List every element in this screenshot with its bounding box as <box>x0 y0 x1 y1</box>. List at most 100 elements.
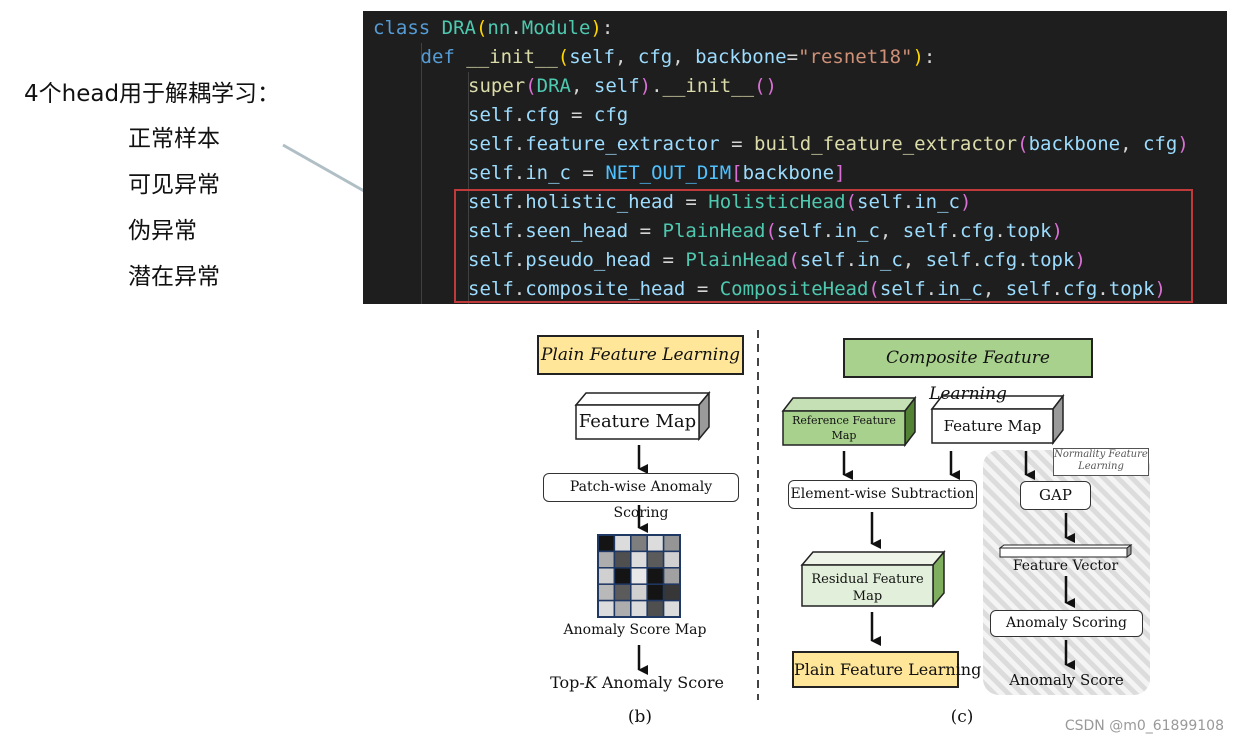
code-token: . <box>513 133 526 155</box>
code-token: in_c <box>914 191 960 213</box>
element-wise-subtraction-box: Element-wise Subtraction <box>788 480 977 509</box>
patch-wise-scoring-box: Patch-wise Anomaly Scoring <box>543 473 739 521</box>
code-token: = <box>719 133 755 155</box>
anomaly-score-map-label: Anomaly Score Map <box>563 622 707 638</box>
code-token: ( <box>788 249 800 271</box>
score-cell <box>630 599 648 618</box>
code-token: cfg <box>525 104 560 126</box>
score-cell <box>597 599 616 618</box>
code-token: NET_OUT_DIM <box>605 162 732 184</box>
code-token: ) <box>912 46 924 68</box>
code-line: def __init__(self, cfg, backbone="resnet… <box>421 43 936 71</box>
code-token: ( <box>557 46 570 68</box>
code-token: ( <box>475 17 488 39</box>
anomaly-scoring-box: Anomaly Scoring <box>990 610 1143 637</box>
code-token: ) <box>959 191 972 213</box>
code-token: [ <box>731 162 743 184</box>
score-cell <box>646 550 665 569</box>
code-token: DRA <box>441 17 476 39</box>
score-cell <box>630 534 648 553</box>
score-cell <box>613 534 632 553</box>
code-token: self <box>776 220 823 242</box>
code-token: in_c <box>834 220 880 242</box>
code-token: : <box>923 46 936 68</box>
code-token: = <box>673 191 709 213</box>
code-token: ) <box>590 17 602 39</box>
code-token: backbone <box>695 46 787 68</box>
code-token: ( <box>1017 133 1029 155</box>
code-token: = <box>570 162 606 184</box>
score-cell <box>630 550 648 569</box>
code-token: . <box>971 249 983 271</box>
score-cell <box>597 550 616 569</box>
code-token: self <box>468 278 514 300</box>
code-token: topk <box>1028 249 1075 271</box>
top-k-score-label: Top-K Anomaly Score <box>550 673 724 692</box>
code-token: , <box>982 278 1006 300</box>
anomaly-score-grid <box>597 534 681 618</box>
code-token: self <box>1005 278 1052 300</box>
score-cell <box>646 534 665 553</box>
code-token: = <box>786 46 799 68</box>
code-token: self <box>468 191 514 213</box>
indent-guide <box>468 72 469 304</box>
code-token: topk <box>1108 278 1155 300</box>
code-token: . <box>1097 278 1109 300</box>
score-cell <box>613 567 632 585</box>
normality-label: Normality Feature Learning <box>1053 448 1149 476</box>
code-token: nn <box>487 17 511 39</box>
code-token: . <box>948 220 960 242</box>
composite-feature-learning-title: Composite Feature Learning <box>843 338 1093 404</box>
code-token: . <box>902 191 915 213</box>
code-token: , <box>570 75 594 97</box>
code-token: composite_head <box>525 278 686 300</box>
score-grid-border <box>597 534 681 618</box>
code-token: ( <box>765 220 777 242</box>
code-token: class <box>373 17 442 39</box>
feature-map-b-shape <box>574 390 711 442</box>
code-token: self <box>569 46 615 68</box>
code-token: in_c <box>525 162 571 184</box>
feature-vector-label: Feature Vector <box>1012 558 1119 574</box>
code-token: ) <box>1177 133 1189 155</box>
score-cell <box>630 583 648 602</box>
code-token: cfg <box>593 104 629 126</box>
code-token: "resnet18" <box>798 46 913 68</box>
score-cell <box>646 583 665 602</box>
code-token: ) <box>1074 249 1086 271</box>
code-token: holistic_head <box>525 191 674 213</box>
code-token: __init__ <box>662 75 755 97</box>
code-line: class DRA(nn.Module): <box>373 14 613 42</box>
code-token: = <box>651 249 686 271</box>
code-token: . <box>845 249 858 271</box>
code-token: HolisticHead <box>708 191 846 213</box>
code-token: Module <box>521 17 591 39</box>
watermark: CSDN @m0_61899108 <box>1064 718 1224 734</box>
code-token: . <box>822 220 835 242</box>
code-token: . <box>513 104 526 126</box>
code-token: self <box>468 133 514 155</box>
feature-map-c-shape <box>930 393 1065 446</box>
indent-guide <box>420 43 422 304</box>
code-line: self.in_c = NET_OUT_DIM[backbone] <box>468 159 846 187</box>
code-token: topk <box>1005 220 1052 242</box>
code-line: self.feature_extractor = build_feature_e… <box>468 130 1189 158</box>
code-token: def <box>420 46 467 68</box>
annotation-title: 4个head用于解耦学习： <box>24 81 281 107</box>
feature-vector-shape <box>998 544 1133 558</box>
code-line: self.pseudo_head = PlainHead(self.in_c, … <box>468 246 1086 274</box>
code-token: , <box>615 46 638 68</box>
residual-map-shape <box>800 549 946 609</box>
code-token: . <box>510 17 522 39</box>
code-token: , <box>672 46 696 68</box>
code-editor[interactable]: class DRA(nn.Module):def __init__(self, … <box>363 11 1227 304</box>
caption-c: (c) <box>950 707 974 727</box>
code-token: = <box>685 278 720 300</box>
score-cell <box>662 567 681 585</box>
code-token: cfg <box>982 249 1018 271</box>
code-line: self.seen_head = PlainHead(self.in_c, se… <box>468 217 1063 245</box>
code-token: ) <box>1154 278 1166 300</box>
code-token: in_c <box>857 249 903 271</box>
code-token: . <box>513 220 526 242</box>
code-token: seen_head <box>525 220 629 242</box>
